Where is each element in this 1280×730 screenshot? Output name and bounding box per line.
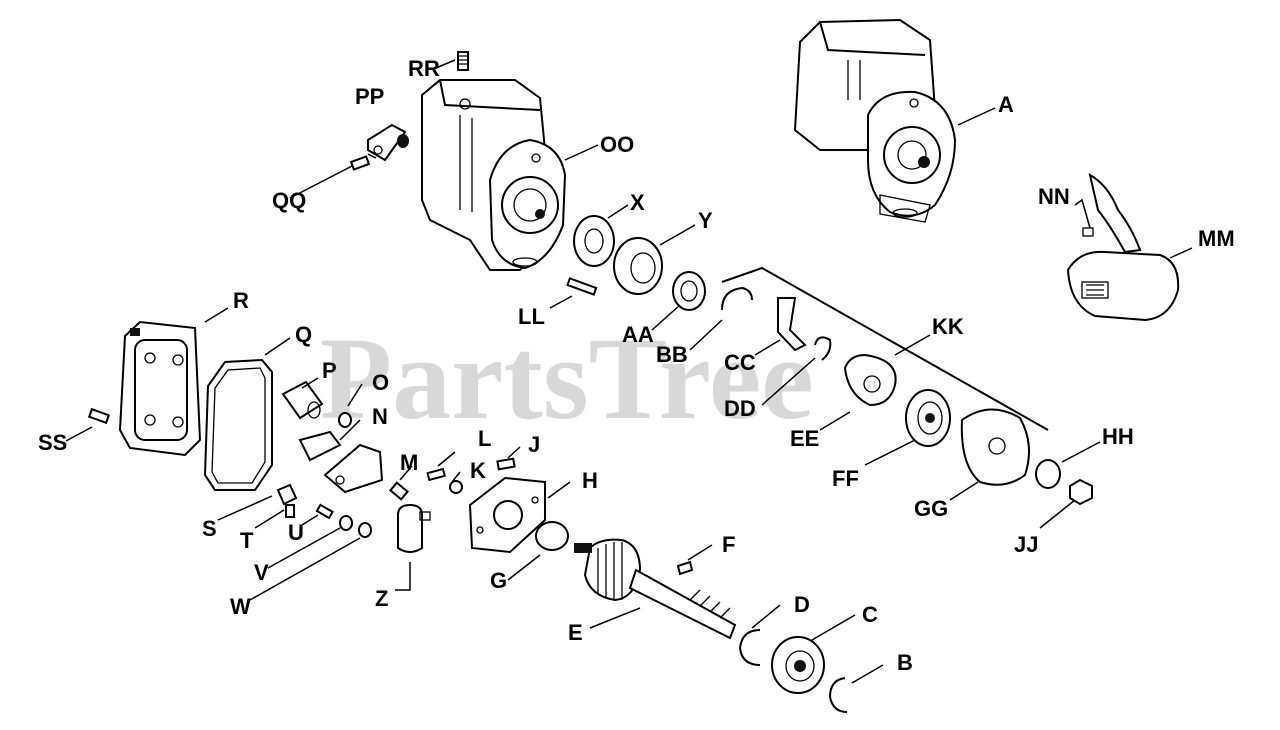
part-k-washer — [449, 480, 463, 494]
part-dd-clip — [814, 336, 832, 361]
part-l-screw — [426, 467, 446, 482]
label-ss: SS — [38, 430, 67, 455]
label-r: R — [233, 288, 249, 313]
label-x: X — [630, 190, 645, 215]
part-cc-bracket — [777, 297, 807, 352]
label-ll: LL — [518, 304, 545, 329]
part-oo-housing — [421, 79, 567, 271]
leader-lines — [65, 59, 1193, 684]
part-e-rotor-shaft — [574, 538, 737, 640]
label-k: K — [470, 458, 486, 483]
label-dd: DD — [724, 396, 756, 421]
label-q: Q — [295, 322, 312, 347]
watermark: PartsTree — [320, 313, 814, 444]
label-m: M — [400, 450, 418, 475]
part-y-bearing — [613, 237, 663, 295]
label-jj: JJ — [1014, 532, 1038, 557]
part-c-bearing — [771, 636, 825, 694]
part-kk-group-bracket — [721, 266, 1049, 431]
part-d-snap-ring — [738, 629, 761, 666]
label-p: P — [322, 358, 337, 383]
label-hh: HH — [1102, 424, 1134, 449]
label-qq: QQ — [272, 188, 306, 213]
part-bb-clip — [721, 286, 753, 311]
part-labels: A B C D E F G H J K L M N O P Q R S T U … — [38, 56, 1235, 675]
part-jj-nut — [1069, 478, 1093, 506]
part-h-plate — [468, 476, 546, 554]
part-hh-bushing — [1035, 459, 1061, 489]
label-s: S — [202, 516, 217, 541]
label-mm: MM — [1198, 226, 1235, 251]
label-l: L — [478, 426, 491, 451]
part-s-clip — [276, 483, 298, 506]
label-ee: EE — [790, 426, 819, 451]
label-bb: BB — [656, 342, 688, 367]
label-h: H — [582, 468, 598, 493]
part-z-condenser — [397, 503, 431, 553]
label-a: A — [998, 92, 1014, 117]
part-w-washer — [358, 522, 372, 538]
label-o: O — [372, 370, 389, 395]
label-nn: NN — [1038, 184, 1070, 209]
part-t-screw — [285, 504, 295, 518]
part-r-cover — [118, 320, 202, 457]
label-z: Z — [375, 586, 388, 611]
part-qq-screw — [349, 155, 371, 171]
part-g-bushing — [535, 521, 569, 551]
part-q-gasket — [203, 358, 273, 491]
part-aa-washer — [672, 271, 706, 311]
label-f: F — [722, 532, 735, 557]
part-m-screw — [389, 481, 409, 501]
part-a-assembled-magneto — [793, 18, 957, 223]
label-kk: KK — [932, 314, 964, 339]
label-y: Y — [698, 208, 713, 233]
label-u: U — [288, 520, 304, 545]
label-j: J — [528, 432, 540, 457]
label-v: V — [254, 560, 269, 585]
part-b-retaining-ring — [828, 677, 848, 713]
part-u-screw — [315, 503, 334, 520]
part-gg-cover — [960, 408, 1030, 486]
part-rr-screw — [457, 51, 469, 71]
part-n-breaker-points — [298, 430, 384, 494]
label-b: B — [897, 650, 913, 675]
label-oo: OO — [600, 132, 634, 157]
part-ee-cam — [843, 353, 897, 407]
part-nn-bracket — [1082, 173, 1142, 254]
label-pp: PP — [355, 84, 384, 109]
label-d: D — [794, 592, 810, 617]
label-gg: GG — [914, 496, 948, 521]
part-v-washer — [339, 515, 353, 531]
part-ll-pin — [566, 277, 598, 296]
label-aa: AA — [622, 322, 654, 347]
part-ff-pulley — [905, 389, 951, 447]
label-e: E — [568, 620, 583, 645]
label-ff: FF — [832, 466, 859, 491]
label-g: G — [490, 568, 507, 593]
part-mm-coil — [1066, 250, 1180, 322]
label-w: W — [230, 594, 251, 619]
label-t: T — [240, 528, 254, 553]
label-rr: RR — [408, 56, 440, 81]
label-cc: CC — [724, 350, 756, 375]
part-f-key — [676, 560, 694, 576]
part-p-condenser — [281, 380, 324, 420]
label-c: C — [862, 602, 878, 627]
part-ss-screw — [87, 407, 111, 425]
label-n: N — [372, 404, 388, 429]
part-j-screw — [496, 457, 516, 471]
part-x-washer — [573, 215, 615, 267]
part-o-washer — [338, 412, 352, 428]
part-pp-terminal — [367, 123, 409, 162]
